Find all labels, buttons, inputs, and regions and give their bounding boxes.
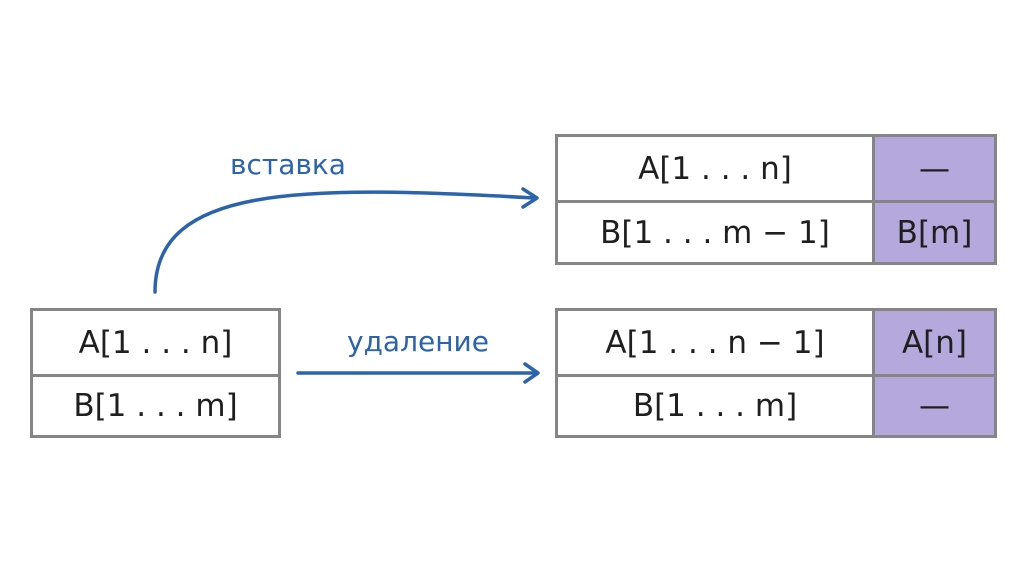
delete-result-table: A[1 . . . n − 1] A[n] B[1 . . . m] —	[555, 308, 997, 438]
insert-row-a: A[1 . . . n] —	[558, 137, 994, 200]
source-table: A[1 . . . n] B[1 . . . m]	[30, 308, 281, 438]
delete-extra-b: —	[872, 377, 994, 435]
insert-result-table: A[1 . . . n] — B[1 . . . m − 1] B[m]	[555, 134, 997, 265]
insert-arrowhead	[521, 187, 539, 209]
delete-arrowhead	[523, 362, 540, 384]
insert-cell-b: B[1 . . . m − 1]	[600, 214, 830, 251]
source-row-b: B[1 . . . m]	[33, 374, 278, 435]
delete-row-a: A[1 . . . n − 1] A[n]	[558, 311, 994, 374]
insert-cell-a: A[1 . . . n]	[638, 150, 792, 187]
insert-row-b: B[1 . . . m − 1] B[m]	[558, 200, 994, 262]
insert-label: вставка	[230, 148, 346, 181]
source-cell-b: B[1 . . . m]	[73, 388, 238, 424]
insert-extra-b: B[m]	[872, 203, 994, 262]
delete-cell-a: A[1 . . . n − 1]	[605, 324, 825, 361]
delete-cell-b: B[1 . . . m]	[632, 388, 798, 424]
insert-arrow	[153, 190, 537, 294]
delete-extra-a: A[n]	[872, 311, 994, 374]
insert-extra-a: —	[872, 137, 994, 200]
source-cell-a: A[1 . . . n]	[78, 324, 233, 361]
delete-label: удаление	[347, 325, 489, 358]
source-row-a: A[1 . . . n]	[33, 311, 278, 374]
delete-row-b: B[1 . . . m] —	[558, 374, 994, 435]
